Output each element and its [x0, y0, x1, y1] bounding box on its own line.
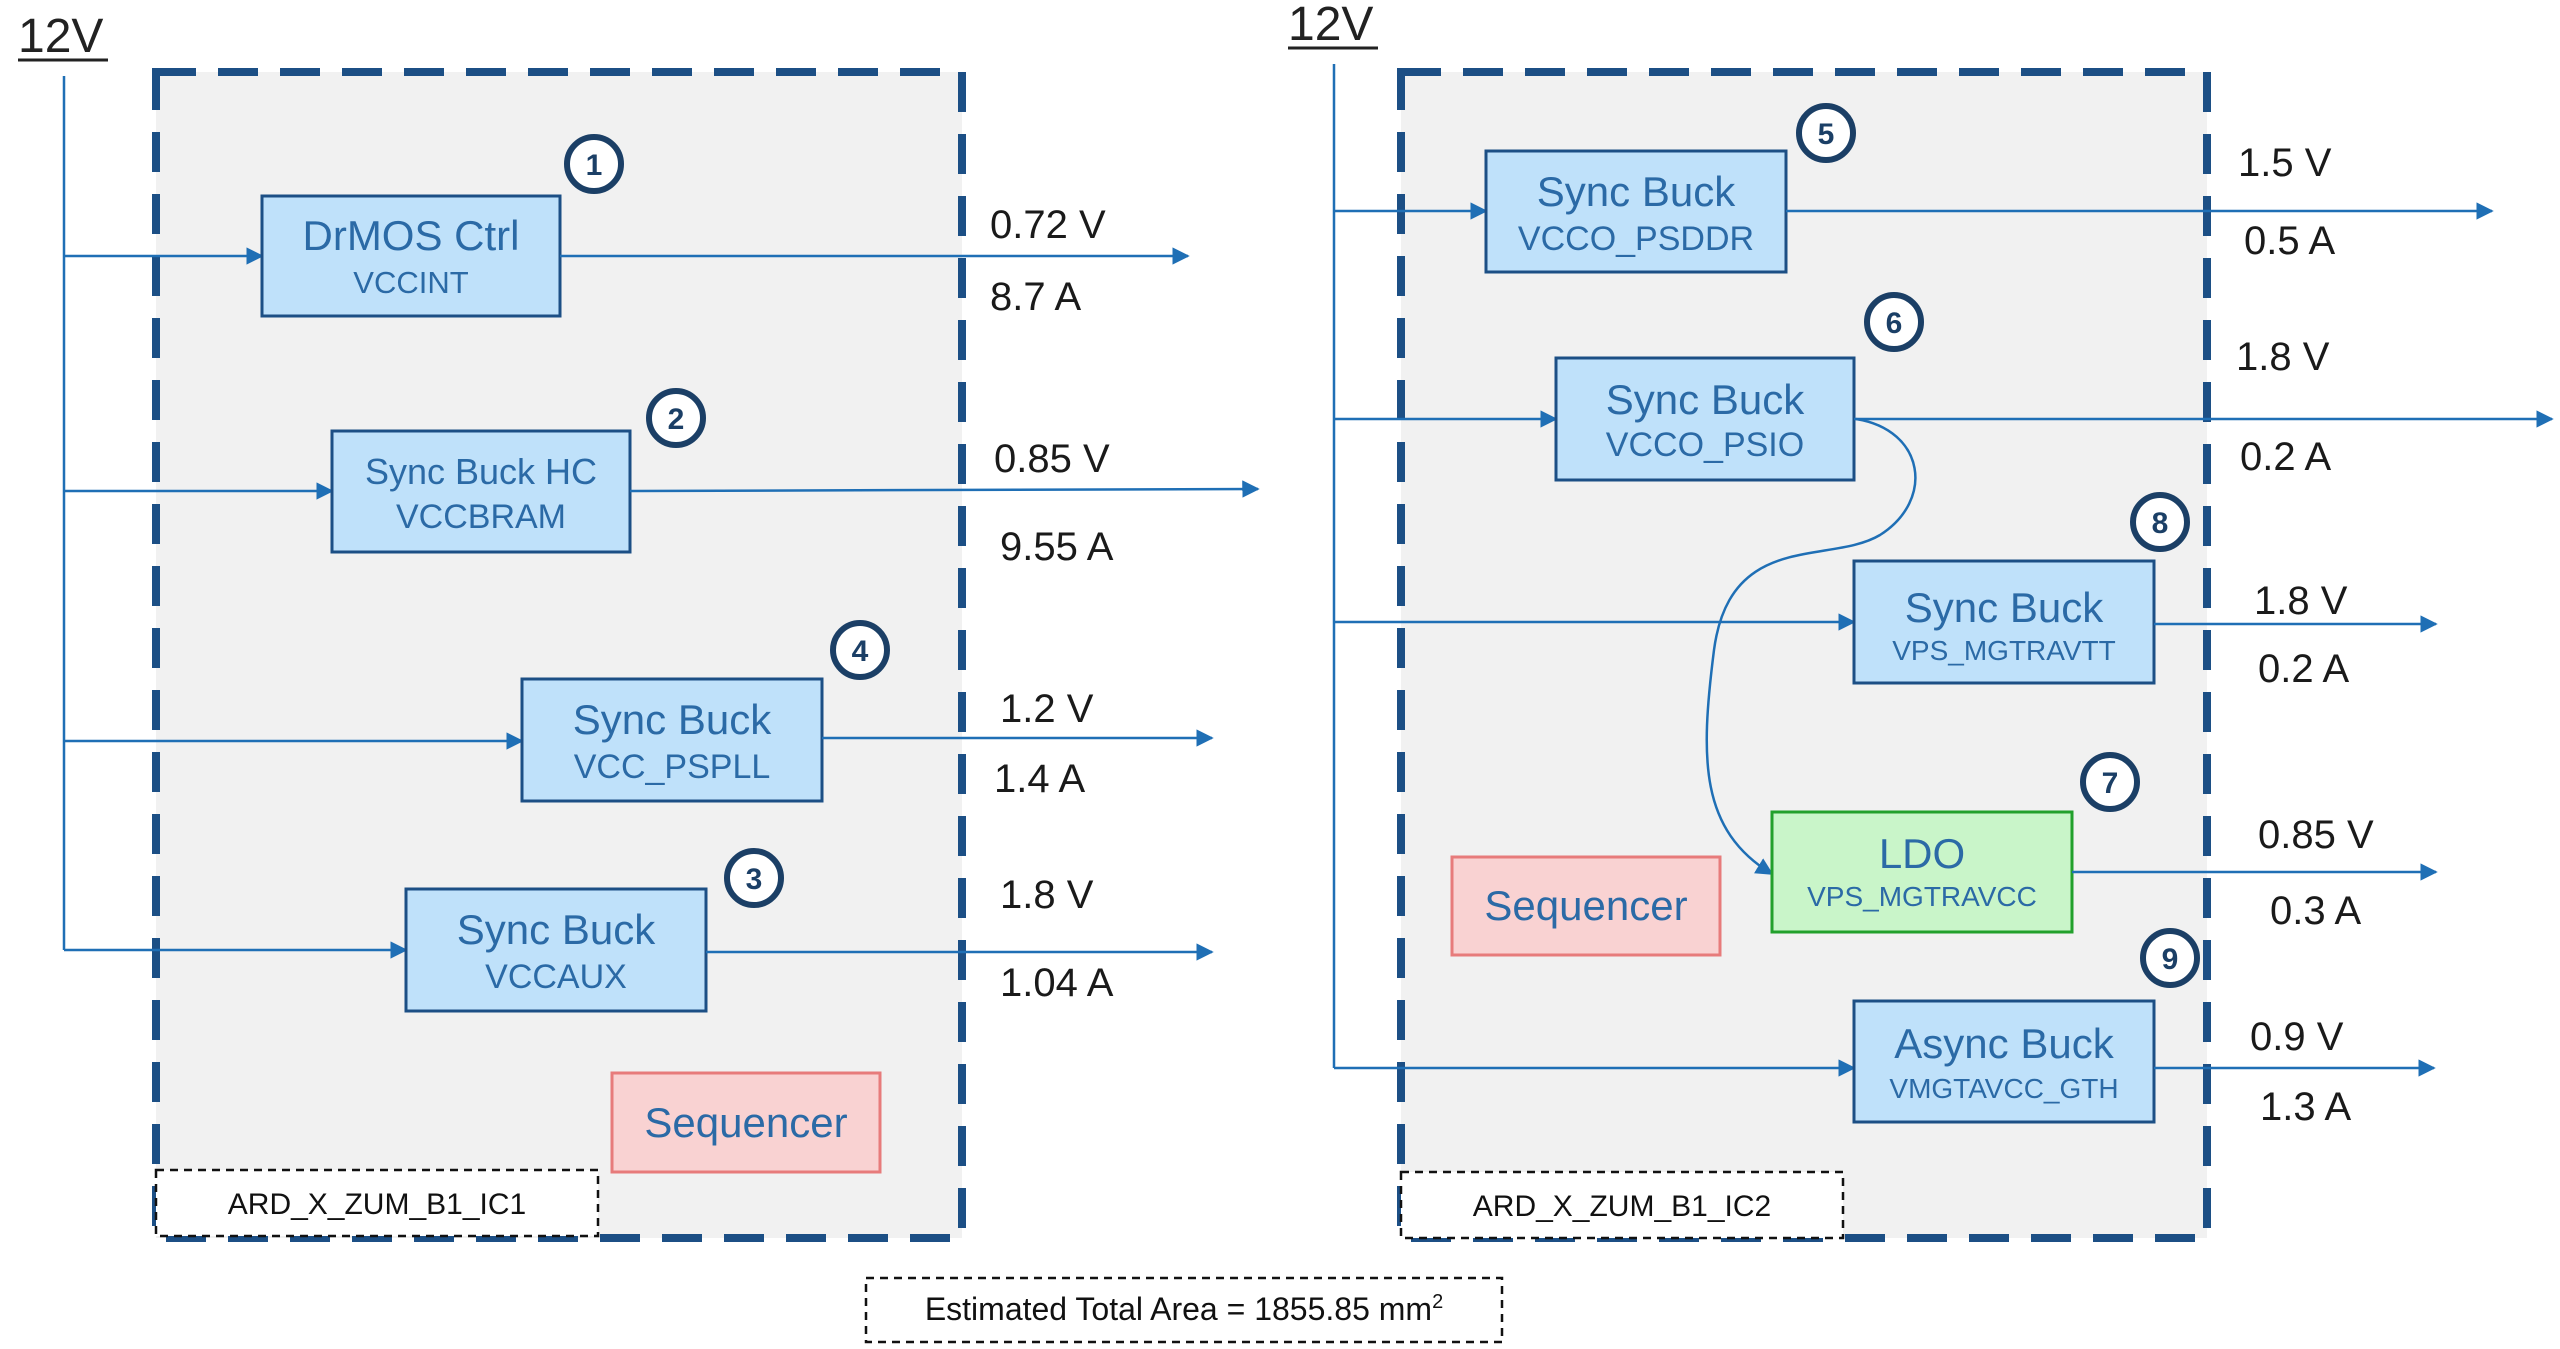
- ic1-badge-4-label: 4: [852, 635, 869, 668]
- ic2-block-8-current: 0.2 A: [2258, 647, 2350, 691]
- ic2-block-7-title: LDO: [1879, 830, 1965, 877]
- ic2-block-9-title: Async Buck: [1894, 1020, 2114, 1067]
- ic2-block-sync-buck-mgtravtt: [1852, 559, 2156, 685]
- area-note-box: [864, 1276, 1504, 1344]
- ic1-sequencer-label: Sequencer: [644, 1099, 847, 1146]
- ic2-supply-label: 12V: [1288, 0, 1373, 51]
- ic2-tag-box: [1399, 1170, 1845, 1240]
- ic2-block-5-voltage: 1.5 V: [2238, 141, 2332, 185]
- ic2-block-ldo: [1770, 810, 2074, 934]
- ic1-supply-label: 12V: [18, 10, 103, 63]
- ic2-block-5-current: 0.5 A: [2244, 219, 2336, 263]
- ic2-badge-9: [2140, 928, 2200, 988]
- ic2-badge-6-label: 6: [1886, 307, 1903, 340]
- area-note: Estimated Total Area = 1855.85 mm2: [864, 1276, 1504, 1344]
- ic1-sequencer-box: [610, 1071, 882, 1174]
- ic2-block-9-current: 1.3 A: [2260, 1085, 2352, 1129]
- ic2-panel: 12V Sync Buck VCCO_PSDDR 5 1.5 V 0.5 A S…: [1288, 0, 2554, 1242]
- ic1-block-sync-buck-pspll: [520, 677, 824, 803]
- ic2-badge-6: [1864, 292, 1924, 352]
- ic1-block-2-voltage: 0.85 V: [994, 437, 1110, 481]
- ic1-block-4-current: 1.4 A: [994, 757, 1086, 801]
- ic1-badge-3-label: 3: [746, 863, 763, 896]
- ic2-badge-5-label: 5: [1818, 118, 1835, 151]
- ic2-block-7-current: 0.3 A: [2270, 889, 2362, 933]
- ic2-sequencer-box: [1450, 855, 1722, 957]
- ic1-badge-2: [646, 388, 706, 448]
- ic2-block-sync-buck-psddr: [1484, 149, 1788, 274]
- ic1-block-1-voltage: 0.72 V: [990, 203, 1106, 247]
- ic1-block-2-title: Sync Buck HC: [365, 451, 597, 492]
- ic1-badge-1: [564, 134, 624, 194]
- ic2-badge-8: [2130, 492, 2190, 552]
- ic1-block-2-rail: VCCBRAM: [396, 498, 566, 536]
- ic1-block-4-voltage: 1.2 V: [1000, 687, 1094, 731]
- ic1-block-1-rail: VCCINT: [353, 265, 468, 300]
- ic2-tag-label: ARD_X_ZUM_B1_IC2: [1473, 1190, 1771, 1223]
- ic1-block-3-rail: VCCAUX: [485, 958, 627, 996]
- ic1-block-4-title: Sync Buck: [573, 696, 772, 743]
- ic2-badge-8-label: 8: [2152, 507, 2169, 540]
- ic1-badge-1-label: 1: [586, 149, 603, 182]
- ic2-block-8-voltage: 1.8 V: [2254, 579, 2348, 623]
- ic1-block-3-current: 1.04 A: [1000, 961, 1114, 1005]
- ic2-block-8-title: Sync Buck: [1905, 584, 2104, 631]
- ic1-block-3-title: Sync Buck: [457, 906, 656, 953]
- ic2-block-async-buck: [1852, 999, 2156, 1124]
- ic2-block-9-voltage: 0.9 V: [2250, 1015, 2344, 1059]
- ic2-block-5-title: Sync Buck: [1537, 168, 1736, 215]
- ic2-block-8-rail: VPS_MGTRAVTT: [1892, 635, 2116, 666]
- ic2-badge-9-label: 9: [2162, 943, 2179, 976]
- ic2-block-6-rail: VCCO_PSIO: [1606, 426, 1804, 464]
- ic2-badge-7-label: 7: [2102, 767, 2119, 800]
- ic2-block-6-voltage: 1.8 V: [2236, 335, 2330, 379]
- ic1-tag-label: ARD_X_ZUM_B1_IC1: [228, 1188, 526, 1221]
- ic2-block-6-current: 0.2 A: [2240, 435, 2332, 479]
- ic1-panel: 12V DrMOS Ctrl VCCINT 1 0.72 V 8.7 A Syn…: [18, 10, 1260, 1242]
- ic2-sequencer-label: Sequencer: [1484, 882, 1687, 929]
- ic2-block-6-title: Sync Buck: [1606, 376, 1805, 423]
- ic1-block-4-rail: VCC_PSPLL: [574, 748, 771, 786]
- ic2-block-9-rail: VMGTAVCC_GTH: [1889, 1073, 2118, 1104]
- ic1-block-1-title: DrMOS Ctrl: [303, 212, 520, 259]
- ic1-badge-3: [724, 848, 784, 908]
- ic2-block-7-voltage: 0.85 V: [2258, 813, 2374, 857]
- ic2-block-7-rail: VPS_MGTRAVCC: [1807, 881, 2037, 912]
- ic2-badge-5: [1796, 103, 1856, 163]
- ic1-block-drmos-ctrl: [260, 194, 562, 318]
- ic1-tag-box: [154, 1168, 600, 1238]
- ic2-block-sync-buck-psio: [1554, 356, 1856, 482]
- ic1-block-sync-buck-hc: [330, 429, 632, 554]
- ic1-badge-2-label: 2: [668, 403, 685, 436]
- ic1-block-2-current: 9.55 A: [1000, 525, 1114, 569]
- area-note-text: Estimated Total Area = 1855.85 mm2: [925, 1291, 1443, 1327]
- area-note-superscript: 2: [1432, 1291, 1443, 1313]
- ic1-output-wire-2: [629, 480, 1260, 498]
- area-note-main: Estimated Total Area = 1855.85 mm: [925, 1291, 1432, 1327]
- ic2-psio-to-ldo-wire: [1705, 417, 1917, 876]
- ic1-block-sync-buck-vccaux: [404, 887, 708, 1013]
- ic1-block-3-voltage: 1.8 V: [1000, 873, 1094, 917]
- ic1-badge-4: [830, 620, 890, 680]
- ic2-badge-7: [2080, 752, 2140, 812]
- ic2-block-5-rail: VCCO_PSDDR: [1518, 220, 1754, 258]
- ic1-block-1-current: 8.7 A: [990, 275, 1082, 319]
